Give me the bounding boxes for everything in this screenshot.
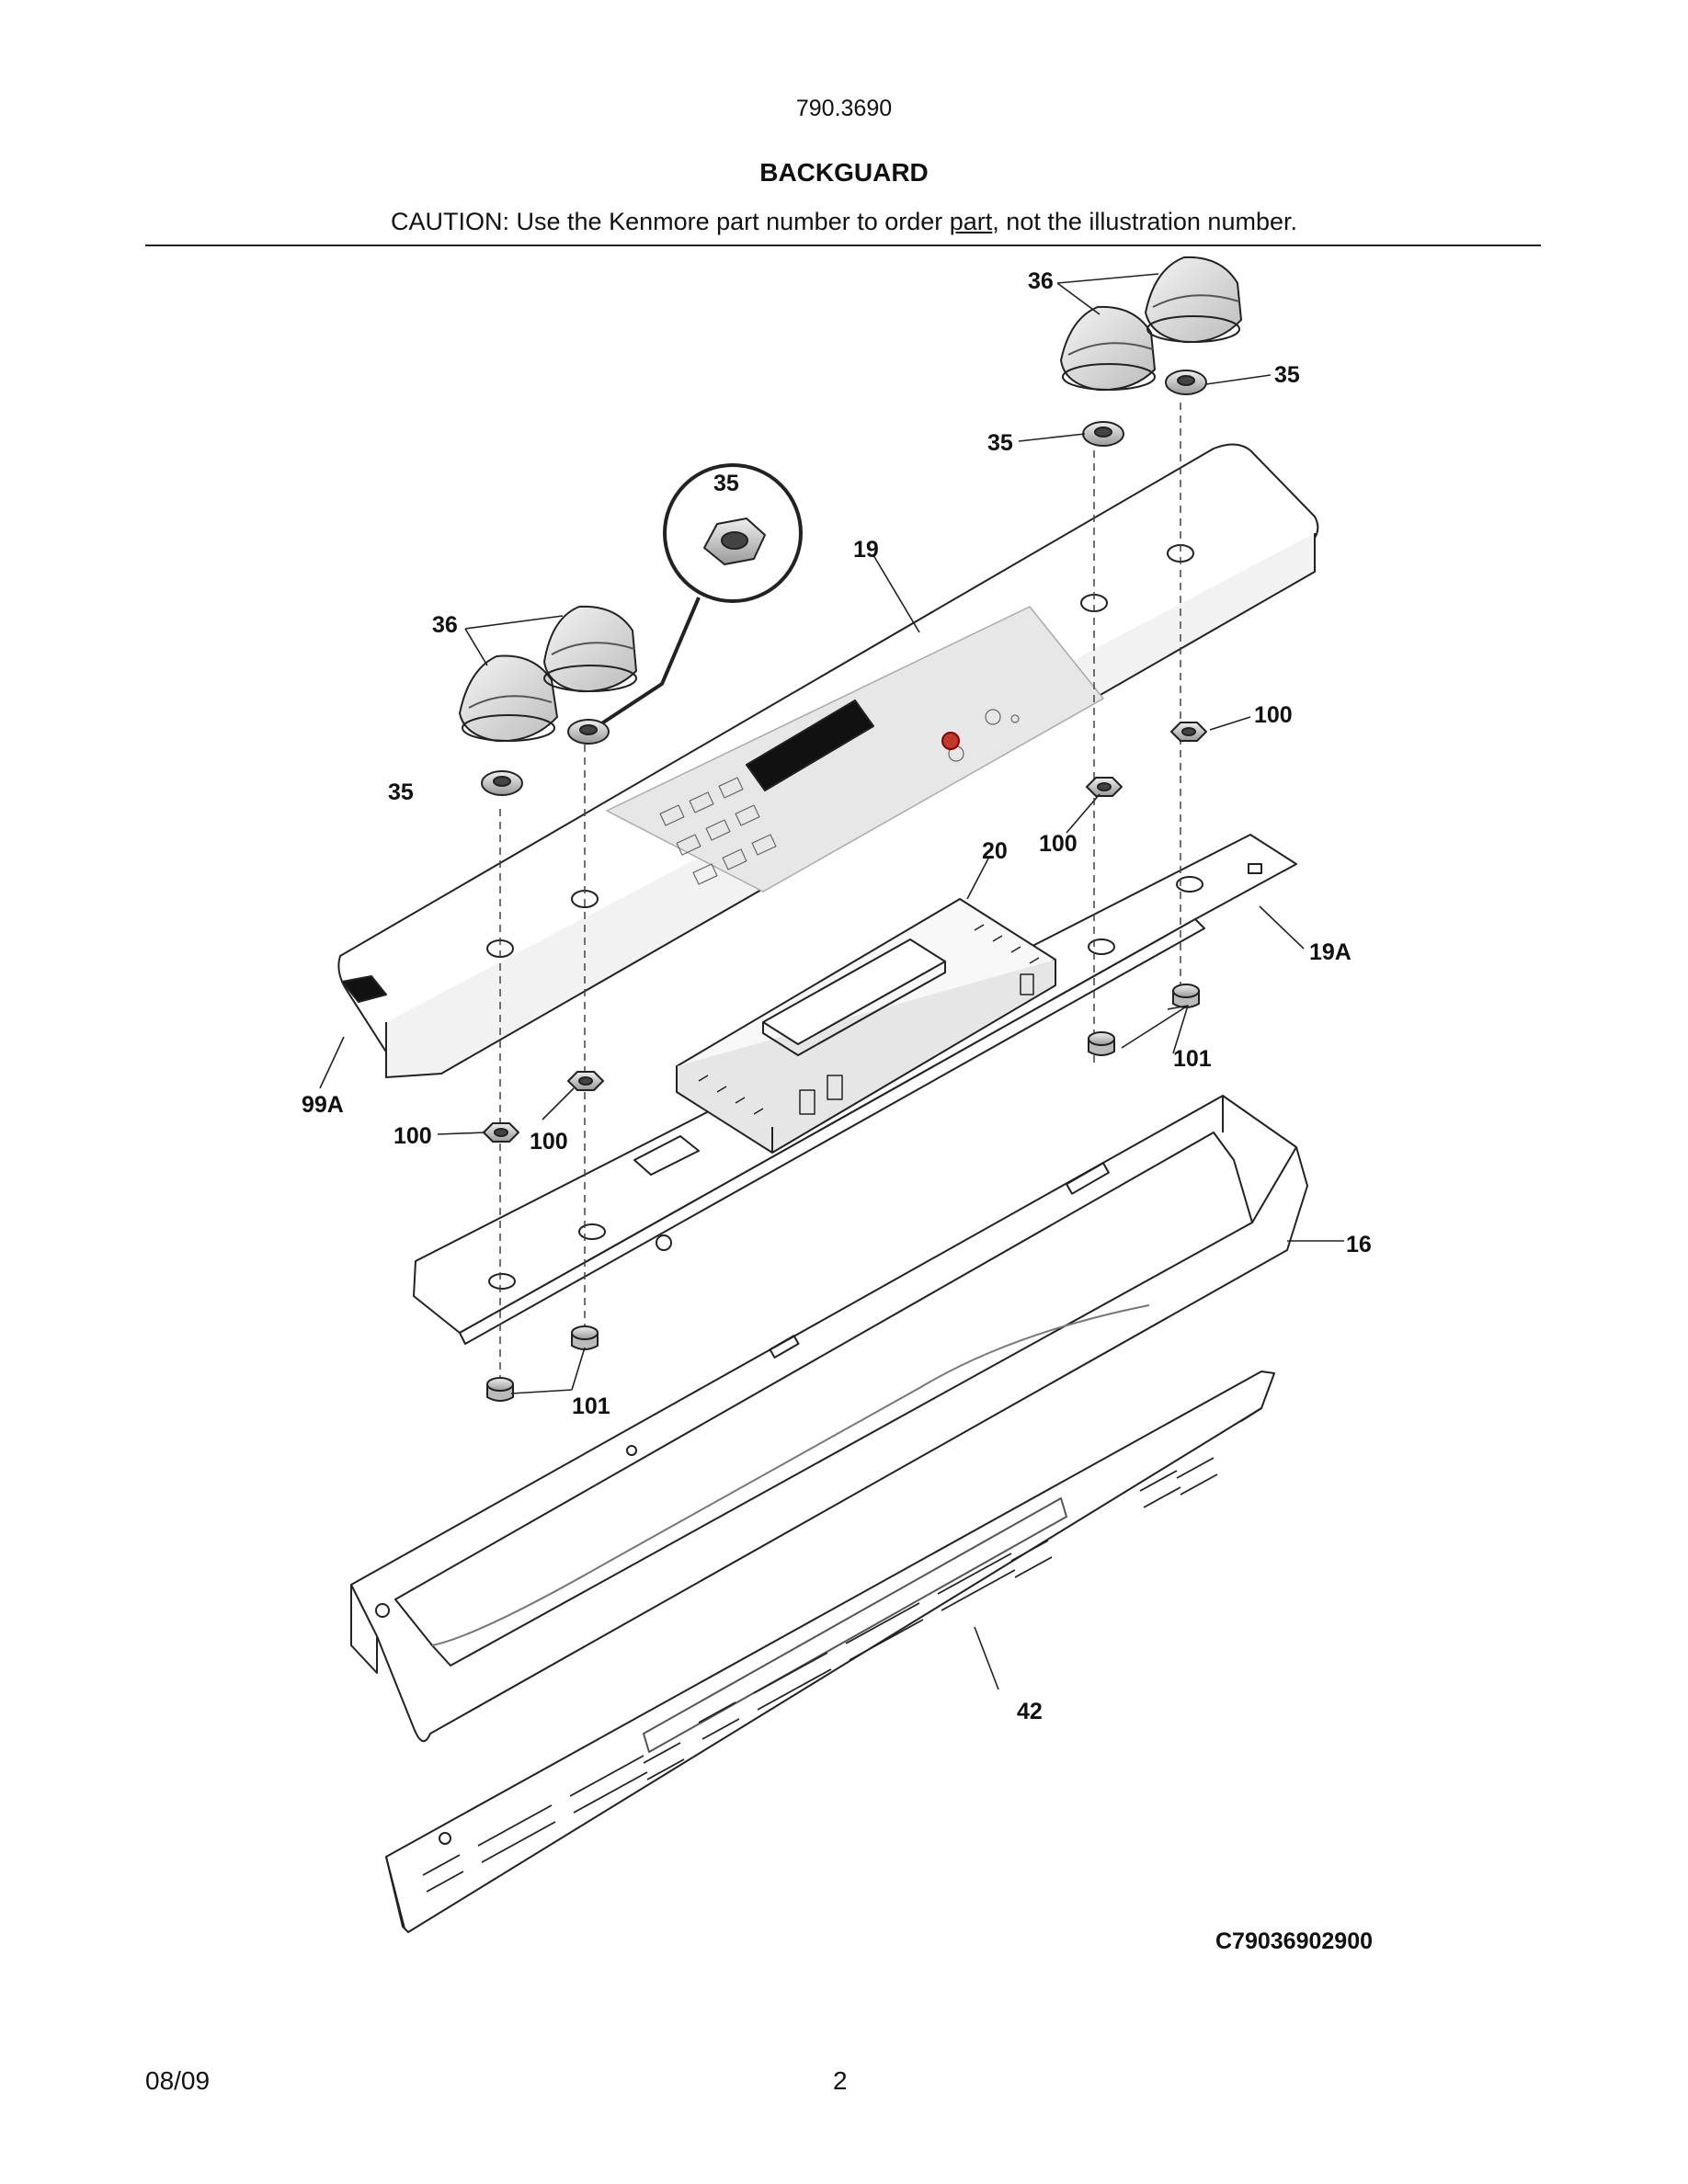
nut-101-left-a [571, 1325, 599, 1350]
callout-19a: 19A [1309, 939, 1352, 965]
vent-strip-42 [385, 1371, 1275, 1933]
revision-date: 08/09 [145, 2066, 211, 2095]
leader-lines [319, 273, 1344, 1690]
callout-19: 19 [853, 537, 879, 563]
backguard-frame-16 [350, 1095, 1308, 1743]
console-panel-19 [337, 443, 1319, 1078]
nut-100-mid [1086, 777, 1123, 797]
knob-36-right-a [1060, 305, 1156, 392]
nut-35-right-mid [1082, 421, 1124, 447]
nut-100-right [1170, 722, 1207, 742]
page-title: BACKGUARD [759, 158, 929, 187]
callout-100-mid: 100 [1039, 831, 1078, 857]
nut-35-left-a [481, 770, 523, 796]
callout-36-top: 36 [1028, 268, 1054, 294]
callout-35-detail: 35 [713, 471, 739, 496]
model-number: 790.3690 [795, 96, 893, 121]
nut-101-right-b [1088, 1031, 1115, 1056]
caution-prefix: CAUTION: Use the Kenmore part number to … [391, 208, 950, 235]
nut-101-left-b [486, 1377, 514, 1402]
header-divider [145, 245, 1541, 246]
callout-20: 20 [982, 838, 1008, 864]
callout-100-left: 100 [393, 1123, 432, 1149]
knob-36-right-b [1145, 256, 1242, 344]
caution-link[interactable]: part [949, 208, 993, 235]
page-number: 2 [833, 2066, 848, 2095]
knob-36-left-b [543, 605, 637, 693]
alignment-lines [499, 403, 1181, 1379]
callout-100-left2: 100 [530, 1129, 568, 1155]
nut-35-right-top [1165, 370, 1207, 395]
callout-99a: 99A [302, 1092, 344, 1118]
callout-101-left: 101 [572, 1393, 610, 1419]
callout-35-left: 35 [388, 779, 414, 805]
control-board-20 [676, 898, 1056, 1154]
nut-35-left-b [567, 719, 610, 745]
caution-note: CAUTION: Use the Kenmore part number to … [0, 208, 1688, 236]
callout-35-top-mid: 35 [987, 430, 1013, 456]
callout-101-right: 101 [1173, 1046, 1212, 1072]
exploded-parts-diagram: 36 35 35 35 19 36 100 35 100 20 19A 101 … [302, 256, 1372, 1933]
nut-101-right-a [1172, 984, 1200, 1008]
detail-magnifier-35 [596, 463, 803, 728]
diagram-code: C79036902900 [1215, 1928, 1373, 1954]
knob-36-left-a [459, 654, 558, 743]
nut-100-left2 [567, 1071, 604, 1091]
nut-100-left [483, 1122, 519, 1143]
callout-16: 16 [1346, 1232, 1372, 1257]
callout-35-top-right: 35 [1274, 362, 1300, 388]
callout-42: 42 [1017, 1699, 1043, 1724]
callout-100-right: 100 [1254, 702, 1293, 728]
callout-36-left: 36 [432, 612, 458, 638]
caution-suffix: , not the illustration number. [992, 208, 1297, 235]
